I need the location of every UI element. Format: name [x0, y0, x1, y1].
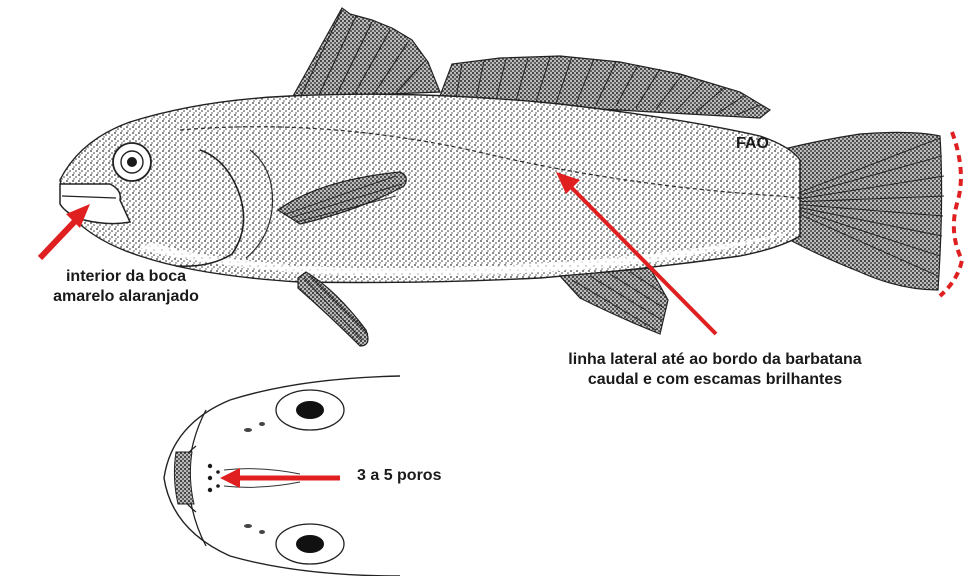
pores-annotation: 3 a 5 poros: [357, 466, 441, 486]
mouth-annotation-line1: interior da boca: [6, 267, 246, 287]
first-dorsal-fin: [292, 8, 440, 98]
anal-fin: [560, 268, 668, 334]
tail-edge-marker: [940, 132, 962, 296]
mouth-arrow: [40, 218, 78, 258]
fao-source-label: FAO: [736, 134, 769, 154]
mouth-annotation: interior da boca amarelo alaranjado: [6, 267, 246, 307]
lateral-line-annotation-line2: caudal e com escamas brilhantes: [500, 370, 930, 390]
lateral-line-annotation-line1: linha lateral até ao bordo da barbatana: [500, 350, 930, 370]
ventral-eye-upper: [276, 390, 344, 430]
lateral-line-annotation: linha lateral até ao bordo da barbatana …: [500, 350, 930, 390]
mouth-annotation-line2: amarelo alaranjado: [6, 287, 246, 307]
ventral-eye-lower: [276, 524, 344, 564]
